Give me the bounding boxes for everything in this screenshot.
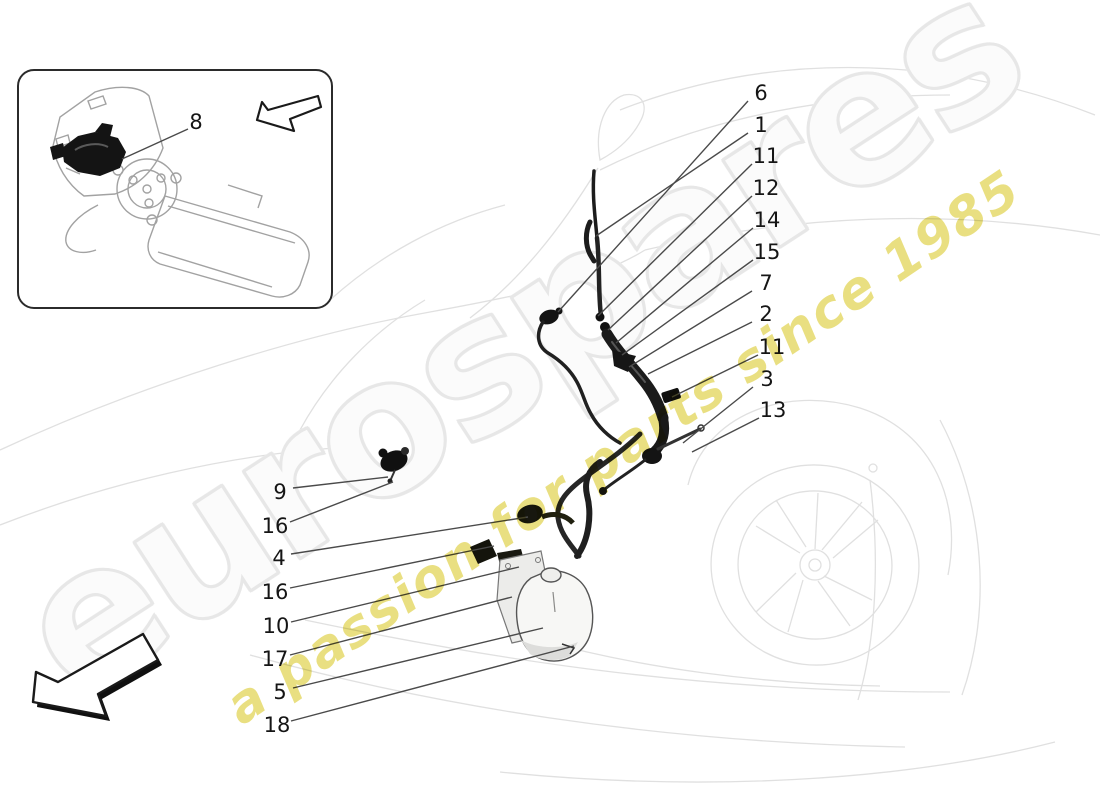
callout-9: 9 (273, 480, 287, 504)
mirror-sensor-part (50, 123, 126, 176)
callout-18: 18 (263, 713, 291, 737)
inset-border (17, 69, 333, 309)
callout-16b: 16 (261, 580, 289, 604)
callout-8: 8 (189, 110, 203, 134)
callout-10: 10 (262, 614, 290, 638)
car-wheel-outline (710, 464, 920, 666)
callout-1: 1 (754, 113, 768, 137)
callout-11: 11 (752, 144, 780, 168)
callout-5: 5 (273, 680, 287, 704)
callout-7: 7 (759, 271, 773, 295)
inset-panel (17, 69, 333, 309)
washer-and-sensor-parts (378, 447, 594, 662)
direction-arrow-main (31, 632, 162, 721)
callout-11b: 11 (758, 335, 786, 359)
leader-lines (289, 100, 760, 722)
callout-12: 12 (752, 176, 780, 200)
direction-arrow-icon (255, 94, 323, 133)
callout-6: 6 (754, 81, 768, 105)
callout-17: 17 (261, 647, 289, 671)
callout-4: 4 (272, 546, 286, 570)
callout-13: 13 (759, 398, 787, 422)
callout-2: 2 (759, 302, 773, 326)
callout-16: 16 (261, 514, 289, 538)
callout-3: 3 (760, 367, 774, 391)
wiring-harness-drawing (536, 169, 705, 559)
callout-14: 14 (753, 208, 781, 232)
callout-15: 15 (753, 240, 781, 264)
